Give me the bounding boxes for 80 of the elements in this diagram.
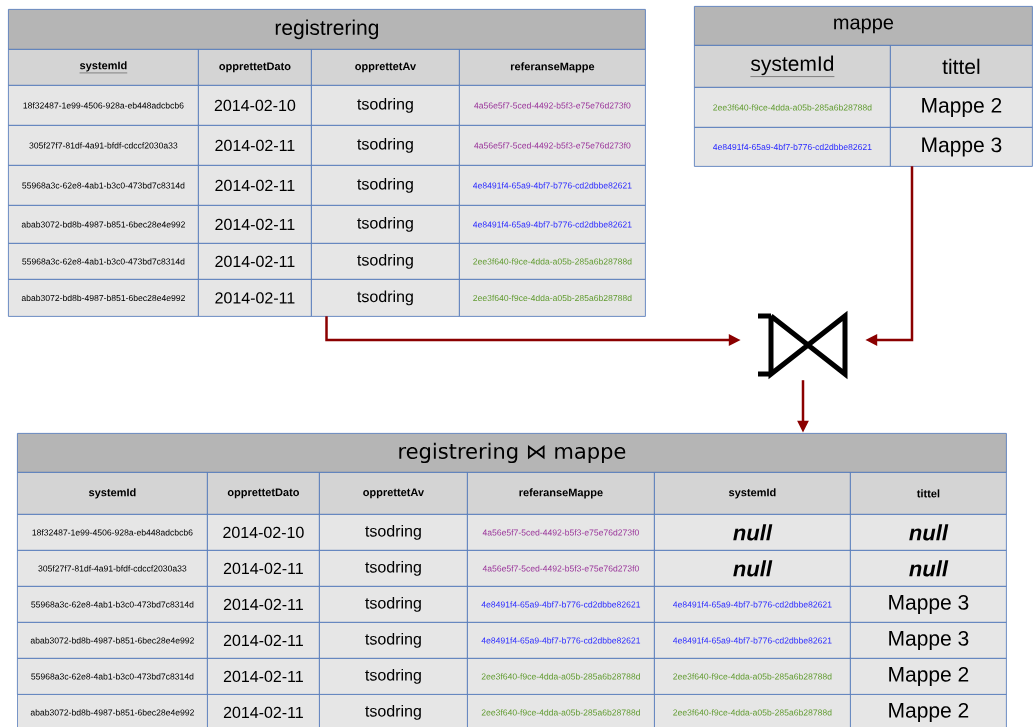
table-cell: null <box>654 514 851 551</box>
table-cell: 4a56e5f7-5ced-4492-b5f3-e75e76d273f0 <box>459 125 646 166</box>
column-header: opprettetDato <box>207 472 320 515</box>
table-cell: 4e8491f4-65a9-4bf7-b776-cd2dbbe82621 <box>467 622 655 659</box>
table-cell: 4e8491f4-65a9-4bf7-b776-cd2dbbe82621 <box>459 205 646 244</box>
table-cell: tsodring <box>319 622 468 659</box>
table-cell: tsodring <box>319 658 468 695</box>
table-cell: 4e8491f4-65a9-4bf7-b776-cd2dbbe82621 <box>467 586 655 623</box>
table-cell: tsodring <box>311 125 460 166</box>
table-title: registrering <box>8 9 646 50</box>
table-cell: tsodring <box>319 514 468 551</box>
table-cell: 2014-02-11 <box>198 165 312 206</box>
table-cell: 4a56e5f7-5ced-4492-b5f3-e75e76d273f0 <box>467 514 655 551</box>
table-cell: tsodring <box>311 279 460 317</box>
table-cell: 2014-02-11 <box>198 243 312 280</box>
table-cell: Mappe 3 <box>850 586 1007 623</box>
table-cell: 55968a3c-62e8-4ab1-b3c0-473bd7c8314d <box>17 658 208 695</box>
table-cell: Mappe 3 <box>850 622 1007 659</box>
table-title: mappe <box>694 6 1033 46</box>
table-cell: 4e8491f4-65a9-4bf7-b776-cd2dbbe82621 <box>694 127 891 167</box>
table-cell: abab3072-bd8b-4987-b851-6bec28e4e992 <box>17 694 208 727</box>
table-cell: tsodring <box>319 550 468 587</box>
table-cell: 2014-02-11 <box>198 279 312 317</box>
table-cell: 2ee3f640-f9ce-4dda-a05b-285a6b28788d <box>654 658 851 695</box>
table-cell: Mappe 2 <box>850 658 1007 695</box>
table-cell: 4e8491f4-65a9-4bf7-b776-cd2dbbe82621 <box>654 586 851 623</box>
table-cell: 305f27f7-81df-4a91-bfdf-cdccf2030a33 <box>17 550 208 587</box>
column-header: systemId <box>694 45 891 88</box>
table-cell: 2014-02-11 <box>207 622 320 659</box>
table-cell: tsodring <box>319 586 468 623</box>
column-header: tittel <box>850 472 1007 515</box>
table-cell: 2014-02-10 <box>207 514 320 551</box>
table-cell: 2ee3f640-f9ce-4dda-a05b-285a6b28788d <box>694 87 891 128</box>
table-cell: 4e8491f4-65a9-4bf7-b776-cd2dbbe82621 <box>459 165 646 206</box>
table-cell: 2ee3f640-f9ce-4dda-a05b-285a6b28788d <box>467 694 655 727</box>
table-cell: null <box>850 514 1007 551</box>
column-header: referanseMappe <box>467 472 655 515</box>
table-cell: 2014-02-11 <box>207 694 320 727</box>
column-header: referanseMappe <box>459 49 646 86</box>
column-header: opprettetDato <box>198 49 312 86</box>
column-header: opprettetAv <box>311 49 460 86</box>
table-cell: 2014-02-10 <box>198 85 312 126</box>
table-cell: tsodring <box>319 694 468 727</box>
table-cell: 2ee3f640-f9ce-4dda-a05b-285a6b28788d <box>467 658 655 695</box>
table-cell: 2ee3f640-f9ce-4dda-a05b-285a6b28788d <box>459 279 646 317</box>
table-cell: 2014-02-11 <box>207 550 320 587</box>
table-cell: 2ee3f640-f9ce-4dda-a05b-285a6b28788d <box>654 694 851 727</box>
join-symbol-drawing <box>755 310 848 380</box>
table-cell: tsodring <box>311 85 460 126</box>
table-cell: null <box>850 550 1007 587</box>
column-header: systemId <box>8 49 199 86</box>
table-cell: 2014-02-11 <box>198 205 312 244</box>
column-header: tittel <box>890 45 1033 88</box>
table-title: registrering ⋈ mappe <box>17 433 1007 473</box>
table-cell: tsodring <box>311 165 460 206</box>
table-cell: 55968a3c-62e8-4ab1-b3c0-473bd7c8314d <box>8 243 199 280</box>
table-cell: 55968a3c-62e8-4ab1-b3c0-473bd7c8314d <box>8 165 199 206</box>
column-header: systemId <box>654 472 851 515</box>
table-cell: 2014-02-11 <box>198 125 312 166</box>
column-header: systemId <box>17 472 208 515</box>
column-header: opprettetAv <box>319 472 468 515</box>
table-cell: abab3072-bd8b-4987-b851-6bec28e4e992 <box>8 279 199 317</box>
table-cell: 4e8491f4-65a9-4bf7-b776-cd2dbbe82621 <box>654 622 851 659</box>
table-cell: null <box>654 550 851 587</box>
table-cell: 305f27f7-81df-4a91-bfdf-cdccf2030a33 <box>8 125 199 166</box>
table-cell: Mappe 3 <box>890 127 1033 167</box>
table-cell: 2014-02-11 <box>207 658 320 695</box>
table-cell: tsodring <box>311 205 460 244</box>
table-cell: Mappe 2 <box>850 694 1007 727</box>
table-cell: 18f32487-1e99-4506-928a-eb448adcbcb6 <box>8 85 199 126</box>
table-cell: Mappe 2 <box>890 87 1033 128</box>
table-cell: abab3072-bd8b-4987-b851-6bec28e4e992 <box>8 205 199 244</box>
table-cell: 4a56e5f7-5ced-4492-b5f3-e75e76d273f0 <box>459 85 646 126</box>
table-cell: 2ee3f640-f9ce-4dda-a05b-285a6b28788d <box>459 243 646 280</box>
table-cell: 18f32487-1e99-4506-928a-eb448adcbcb6 <box>17 514 208 551</box>
table-cell: 4a56e5f7-5ced-4492-b5f3-e75e76d273f0 <box>467 550 655 587</box>
table-cell: tsodring <box>311 243 460 280</box>
table-cell: 55968a3c-62e8-4ab1-b3c0-473bd7c8314d <box>17 586 208 623</box>
table-cell: 2014-02-11 <box>207 586 320 623</box>
table-cell: abab3072-bd8b-4987-b851-6bec28e4e992 <box>17 622 208 659</box>
